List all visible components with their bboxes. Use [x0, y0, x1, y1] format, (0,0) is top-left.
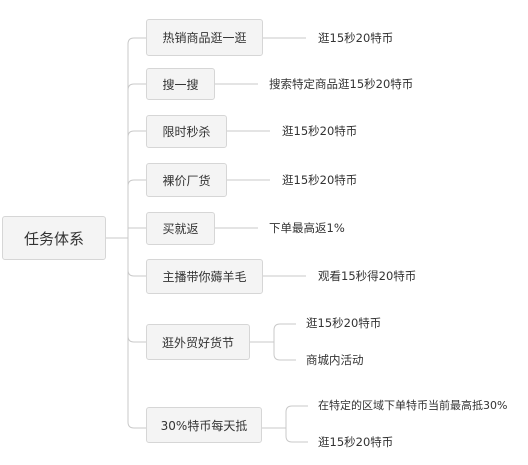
category-node-flash-sale: 限时秒杀	[146, 115, 227, 148]
root-node: 任务体系	[2, 216, 106, 260]
leaf-text: 逛15秒20特币	[318, 435, 394, 449]
leaf-text: 下单最高返1%	[269, 221, 345, 235]
leaf-text: 逛15秒20特币	[282, 124, 358, 138]
leaf-text: 在特定的区域下单特币当前最高抵30%	[318, 399, 508, 412]
category-node-streamer-deals: 主播带你薅羊毛	[146, 259, 263, 294]
leaf-text: 逛15秒20特币	[306, 316, 382, 330]
leaf-text: 逛15秒20特币	[282, 173, 358, 187]
category-node-coin-deduction: 30%特币每天抵	[146, 407, 262, 443]
category-node-factory-goods: 裸价厂货	[146, 163, 227, 197]
category-node-search: 搜一搜	[146, 68, 215, 100]
category-node-foreign-trade-festival: 逛外贸好货节	[146, 324, 250, 360]
leaf-text: 搜索特定商品逛15秒20特币	[269, 77, 414, 91]
leaf-text: 观看15秒得20特币	[318, 269, 417, 283]
category-node-hot-products: 热销商品逛一逛	[146, 19, 263, 56]
leaf-text: 商城内活动	[306, 353, 364, 367]
category-node-cashback: 买就返	[146, 212, 215, 245]
leaf-text: 逛15秒20特币	[318, 31, 394, 45]
